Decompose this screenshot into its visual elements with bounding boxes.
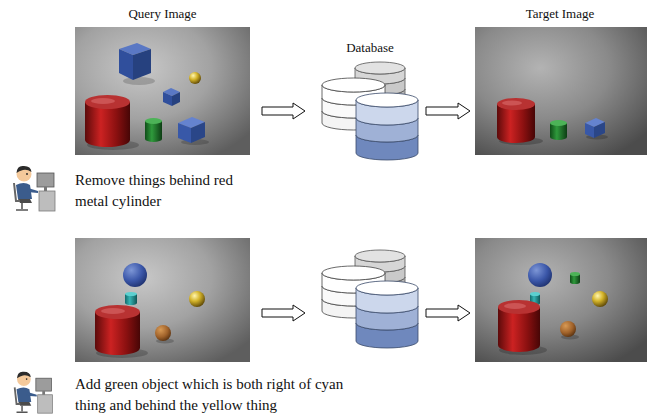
target-image: Target Image [475,27,647,155]
query-render [75,27,250,155]
user-icon [14,166,55,211]
hollow-arrow [426,103,470,119]
query-image: Query ImageRemove things behind red meta… [75,27,250,155]
hollow-arrow [262,103,305,119]
panel-heading: Database [290,40,450,56]
instruction-text: Add green object which is both right of … [75,374,375,414]
instruction-text: Remove things behind red metal cylinder [75,170,265,212]
hollow-arrow [426,305,470,321]
panel-heading: Target Image [435,6,647,22]
panel-heading: Query Image [35,6,290,22]
target-render [475,27,647,155]
query-image: Add green object which is both right of … [75,238,250,362]
user-icon [15,372,53,414]
target-render [475,238,647,362]
hollow-arrow [262,305,305,321]
database: Database [320,62,420,162]
database-icon [322,250,418,348]
database-icon [322,62,418,160]
query-render [75,238,250,362]
